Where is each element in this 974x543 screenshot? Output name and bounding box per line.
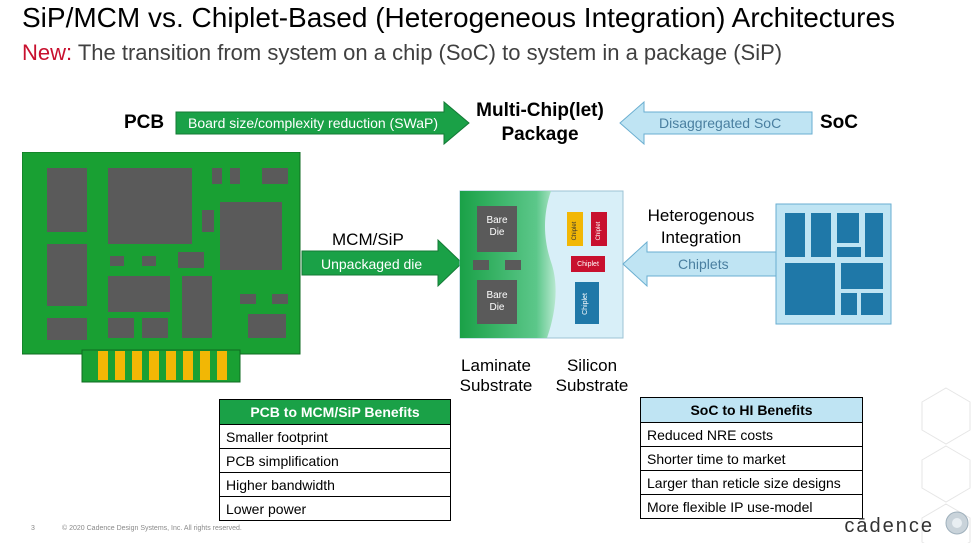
bare-die-bottom-line2: Die <box>489 302 505 313</box>
chiplet-blue-label: Chiplet <box>582 293 589 315</box>
hexagon-pattern-decoration <box>921 387 971 543</box>
pcb-benefit-row: Lower power <box>219 496 451 521</box>
page-title: SiP/MCM vs. Chiplet-Based (Heterogeneous… <box>22 2 896 33</box>
silicon-substrate-label: Silicon Substrate <box>548 356 636 396</box>
pcb-benefit-row: PCB simplification <box>219 448 451 473</box>
pcb-to-package-arrow <box>175 100 470 146</box>
package-line1: Multi-Chip(let) <box>476 100 604 121</box>
soc-benefit-row: Shorter time to market <box>640 446 863 471</box>
soc-benefit-row: Larger than reticle size designs <box>640 470 863 495</box>
soc-to-package-arrow <box>619 100 813 146</box>
soc-benefit-row: Reduced NRE costs <box>640 422 863 447</box>
hetero-line2: Integration <box>660 228 742 247</box>
package-substrate-illustration <box>459 190 624 339</box>
page-subtitle: New: The transition from system on a chi… <box>22 40 782 66</box>
chiplet-yellow-label: Chiplet <box>572 221 578 241</box>
soc-benefits-table: SoC to HI Benefits Reduced NRE costs Sho… <box>640 397 863 519</box>
unpackaged-die-arrow <box>301 238 463 288</box>
pcb-board-illustration <box>22 152 301 383</box>
bare-die-top-line2: Die <box>489 227 505 238</box>
bare-die-bottom-line1: Bare <box>486 290 508 301</box>
unpackaged-die-text: Unpackaged die <box>321 256 423 272</box>
soc-benefit-row: More flexible IP use-model <box>640 494 863 519</box>
soc-label: SoC <box>820 112 858 133</box>
chiplet-red-horizontal-label: Chiplet <box>577 261 599 268</box>
pcb-label: PCB <box>124 112 165 133</box>
pcb-benefits-header: PCB to MCM/SiP Benefits <box>219 399 451 425</box>
subtitle-text: The transition from system on a chip (So… <box>72 40 783 65</box>
package-line2: Package <box>501 124 579 145</box>
heterogenous-integration-label: Heterogenous Integration <box>636 205 766 249</box>
pcb-arrow-text: Board size/complexity reduction (SWaP) <box>188 115 439 131</box>
bare-die-top: Bare Die <box>477 215 517 239</box>
pcb-benefits-table: PCB to MCM/SiP Benefits Smaller footprin… <box>219 399 451 521</box>
cadence-logo: cādence <box>844 515 934 537</box>
page-number: 3 <box>31 525 35 532</box>
soc-benefits-header: SoC to HI Benefits <box>640 397 863 423</box>
laminate-substrate-label: Laminate Substrate <box>452 356 540 396</box>
multichip-package-label: Multi-Chip(let) Package <box>470 99 610 147</box>
silicon-line2: Substrate <box>555 376 629 395</box>
chiplets-arrow <box>622 240 778 288</box>
hetero-line1: Heterogenous <box>647 206 755 225</box>
chiplet-red-vertical-label: Chiplet <box>596 221 602 241</box>
bare-die-bottom: Bare Die <box>477 290 517 314</box>
mcm-sip-label: MCM/SiP <box>332 230 404 249</box>
soc-die-illustration <box>775 203 892 325</box>
silicon-line1: Silicon <box>566 356 618 375</box>
logo-badge-icon <box>945 511 969 535</box>
laminate-line2: Substrate <box>459 376 533 395</box>
bare-die-top-line1: Bare <box>486 215 508 226</box>
soc-arrow-text: Disaggregated SoC <box>659 115 782 131</box>
copyright-footer: © 2020 Cadence Design Systems, Inc. All … <box>62 525 242 532</box>
pcb-benefit-row: Higher bandwidth <box>219 472 451 497</box>
pcb-benefit-row: Smaller footprint <box>219 424 451 449</box>
laminate-line1: Laminate <box>461 356 531 375</box>
chiplets-arrow-text: Chiplets <box>678 256 729 272</box>
subtitle-prefix: New: <box>22 40 73 65</box>
